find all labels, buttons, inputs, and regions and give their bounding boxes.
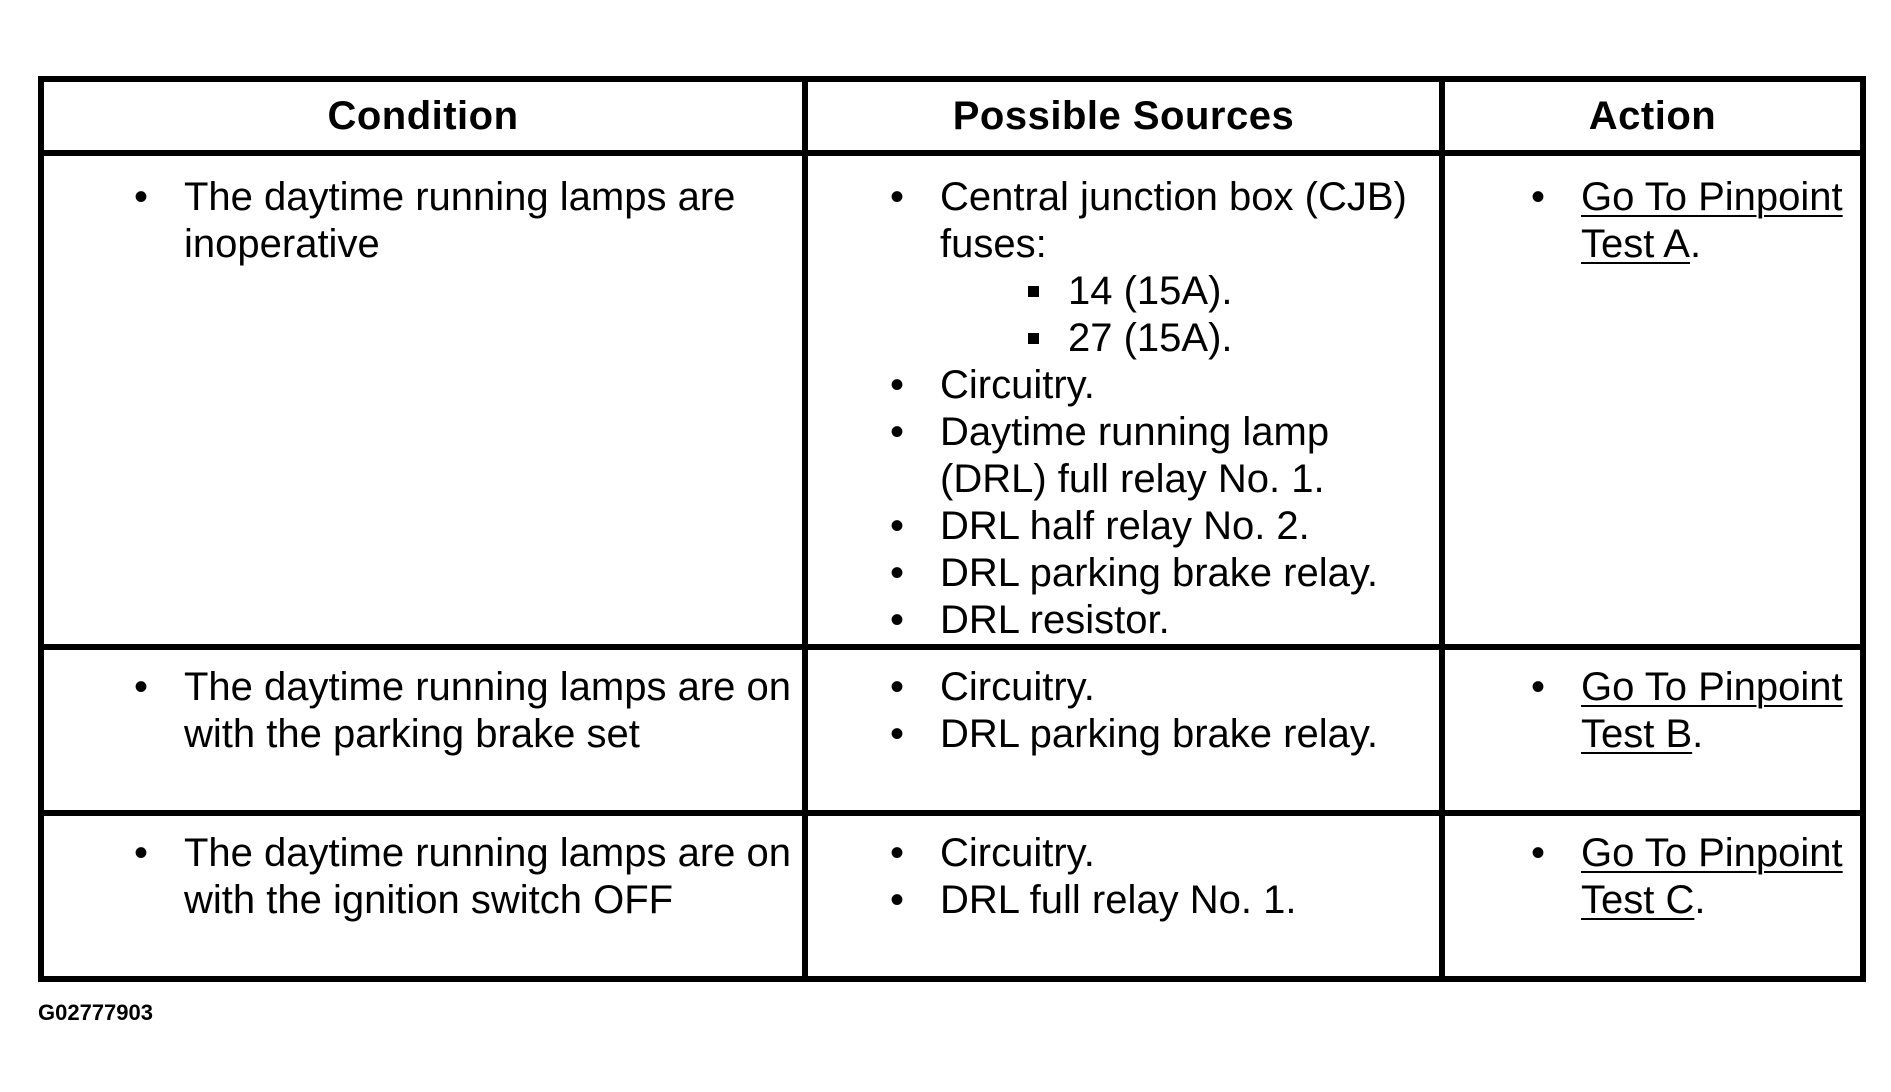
pinpoint-test-c-link[interactable]: Go To Pinpoint Test C (1581, 831, 1843, 922)
source-item: Circuitry. (890, 362, 1439, 409)
pinpoint-test-b-link[interactable]: Go To Pinpoint Test B (1581, 665, 1843, 756)
action-suffix: . (1692, 712, 1704, 756)
source-item: Central junction box (CJB) fuses: 14 (15… (890, 174, 1439, 362)
header-row: Condition Possible Sources Action (38, 76, 1866, 156)
header-condition: Condition (38, 76, 808, 156)
action-item: Go To Pinpoint Test C. (1531, 830, 1851, 924)
sources-list: Circuitry. DRL parking brake relay. (808, 650, 1439, 758)
source-item: DRL parking brake relay. (890, 550, 1439, 597)
action-cell: Go To Pinpoint Test B. (1439, 644, 1866, 816)
table-row: The daytime running lamps are inoperativ… (38, 150, 1866, 650)
source-item: DRL full relay No. 1. (890, 877, 1439, 924)
source-item: DRL half relay No. 2. (890, 503, 1439, 550)
source-item: Circuitry. (890, 664, 1439, 711)
condition-cell: The daytime running lamps are on with th… (38, 810, 808, 982)
action-suffix: . (1689, 222, 1702, 266)
condition-list: The daytime running lamps are inoperativ… (44, 156, 802, 268)
sources-list: Central junction box (CJB) fuses: 14 (15… (808, 156, 1439, 644)
source-item: DRL parking brake relay. (890, 711, 1439, 758)
table-row: The daytime running lamps are on with th… (38, 810, 1866, 982)
action-list: Go To Pinpoint Test A. (1445, 156, 1860, 268)
sources-list: Circuitry. DRL full relay No. 1. (808, 816, 1439, 924)
fuse-item: 27 (15A). (1028, 315, 1439, 362)
action-list: Go To Pinpoint Test B. (1445, 650, 1860, 758)
action-cell: Go To Pinpoint Test C. (1439, 810, 1866, 982)
source-item-text: Central junction box (CJB) fuses: (940, 175, 1407, 266)
condition-cell: The daytime running lamps are inoperativ… (38, 150, 808, 650)
sources-cell: Circuitry. DRL parking brake relay. (802, 644, 1445, 816)
source-item: DRL resistor. (890, 597, 1439, 644)
table-row: The daytime running lamps are on with th… (38, 644, 1866, 816)
action-list: Go To Pinpoint Test C. (1445, 816, 1860, 924)
fuse-item: 14 (15A). (1028, 268, 1439, 315)
figure-id: G02777903 (38, 1000, 153, 1025)
action-item: Go To Pinpoint Test B. (1531, 664, 1851, 758)
action-cell: Go To Pinpoint Test A. (1439, 150, 1866, 650)
action-item: Go To Pinpoint Test A. (1531, 174, 1851, 268)
diagnosis-table: Condition Possible Sources Action The da… (38, 76, 1866, 982)
source-item: Circuitry. (890, 830, 1439, 877)
source-item: Daytime running lamp (DRL) full relay No… (890, 409, 1439, 503)
header-possible-sources: Possible Sources (802, 76, 1445, 156)
condition-list: The daytime running lamps are on with th… (44, 816, 802, 924)
condition-list: The daytime running lamps are on with th… (44, 650, 802, 758)
condition-cell: The daytime running lamps are on with th… (38, 644, 808, 816)
sources-cell: Central junction box (CJB) fuses: 14 (15… (802, 150, 1445, 650)
fuse-list: 14 (15A). 27 (15A). (940, 268, 1439, 362)
header-action: Action (1439, 76, 1866, 156)
sources-cell: Circuitry. DRL full relay No. 1. (802, 810, 1445, 982)
condition-item: The daytime running lamps are on with th… (134, 830, 802, 924)
condition-item: The daytime running lamps are on with th… (134, 664, 802, 758)
condition-item: The daytime running lamps are inoperativ… (134, 174, 802, 268)
pinpoint-test-a-link[interactable]: Go To Pinpoint Test A (1581, 175, 1843, 266)
action-suffix: . (1694, 878, 1706, 922)
